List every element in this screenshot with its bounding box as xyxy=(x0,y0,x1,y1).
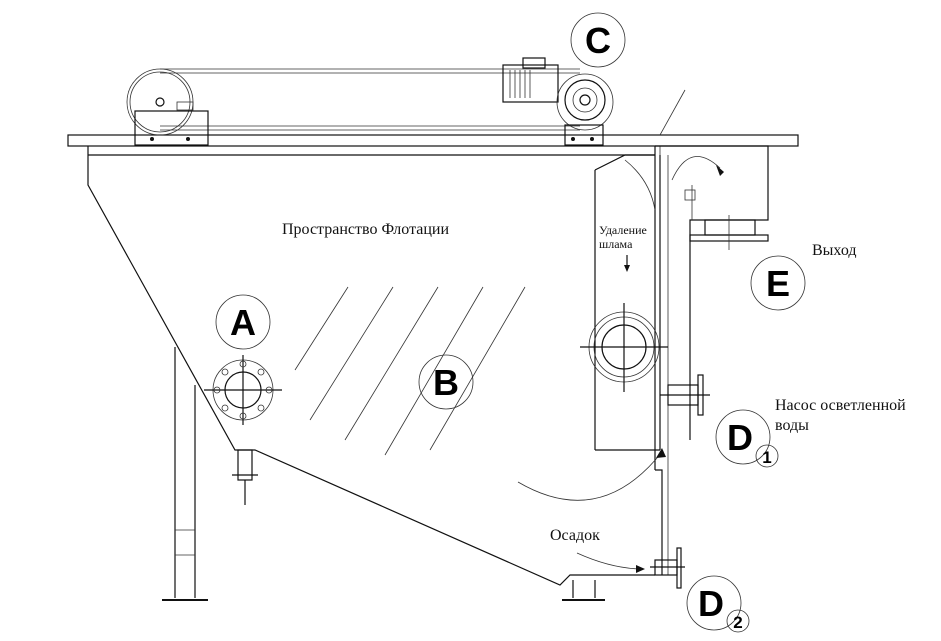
sludge-channel xyxy=(580,154,668,451)
marker-d2-subscript: 2 xyxy=(733,613,742,632)
tank-body xyxy=(87,89,769,586)
support-legs xyxy=(162,347,605,601)
marker-b-letter: B xyxy=(433,362,459,403)
clarified-pump-label-line1: Насос осветленной xyxy=(775,397,906,414)
clarified-water-nozzle xyxy=(660,374,710,416)
sludge-removal-label-line2: шлама xyxy=(599,237,633,251)
marker-d1-letter: D xyxy=(727,417,753,458)
top-deck xyxy=(67,134,799,156)
marker-a: A xyxy=(215,294,271,350)
marker-b: B xyxy=(418,354,474,410)
flow-arrows xyxy=(517,156,724,573)
sludge-removal-label-line1: Удаление xyxy=(599,223,647,237)
marker-c: C xyxy=(570,12,626,68)
marker-e-letter: E xyxy=(766,263,790,304)
marker-d2: D 2 xyxy=(686,575,750,633)
bottom-drain xyxy=(232,449,258,505)
sediment-label: Осадок xyxy=(550,527,600,544)
flotation-space-label: Пространство Флотации xyxy=(282,221,449,238)
marker-d1: D 1 xyxy=(715,409,779,468)
scraper-conveyor xyxy=(126,68,580,146)
marker-a-letter: A xyxy=(230,302,256,343)
drive-motor xyxy=(502,57,614,146)
marker-e: E xyxy=(750,255,806,311)
inlet-flange-a xyxy=(204,355,282,425)
marker-c-letter: C xyxy=(585,20,611,61)
outlet-label: Выход xyxy=(812,242,857,259)
clarified-pump-label-line2: воды xyxy=(775,417,809,434)
lamella-hatching xyxy=(294,286,526,456)
sediment-nozzle xyxy=(650,547,685,589)
marker-d2-letter: D xyxy=(698,583,724,624)
marker-d1-subscript: 1 xyxy=(762,448,771,467)
